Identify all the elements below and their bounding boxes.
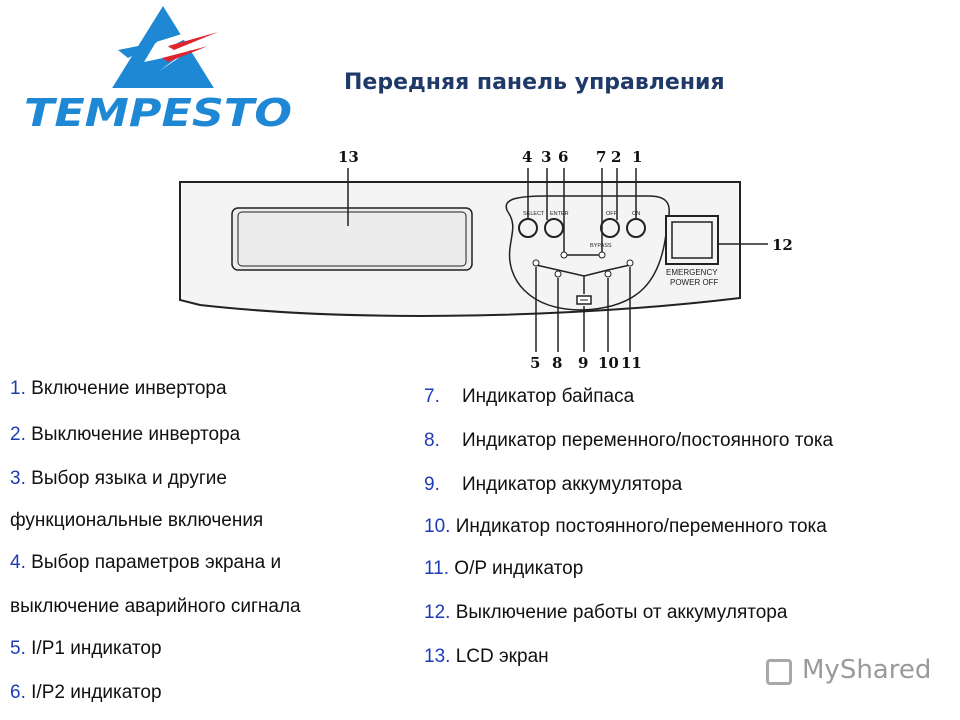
callout-9: 9 (578, 354, 588, 370)
enter-label: ENTER (550, 211, 569, 217)
watermark: MyShared (766, 655, 936, 693)
legend-text: Индикатор переменного/постоянного тока (462, 430, 834, 451)
legend-item: 6. I/P2 индикатор (10, 682, 162, 704)
callout-10: 10 (598, 354, 619, 370)
legend-number: 11. (424, 558, 450, 579)
emergency-label: EMERGENCY (666, 268, 718, 277)
legend-item: 9. Индикатор аккумулятора (424, 474, 682, 496)
page-title: Передняя панель управления (344, 70, 725, 95)
callout-7: 7 (596, 148, 606, 166)
legend-number: 1. (10, 378, 26, 399)
bypass-led-in (560, 251, 568, 259)
legend-item: 10. Индикатор постоянного/переменного то… (424, 516, 827, 538)
legend-text: функциональные включения (10, 510, 264, 531)
legend-number: 3. (10, 468, 26, 489)
callout-1: 1 (632, 148, 642, 166)
dc-ac-led (604, 270, 612, 278)
callout-3: 3 (541, 148, 551, 166)
legend-text: Выключение работы от аккумулятора (455, 602, 788, 623)
select-label: SELECT (523, 211, 545, 217)
logo-white-band (18, 88, 298, 128)
legend-number: 4. (10, 552, 26, 573)
legend-number: 7. (424, 386, 440, 407)
legend-text: Индикатор постоянного/переменного тока (455, 516, 827, 537)
callout-6: 6 (558, 148, 568, 166)
legend-text: LCD экран (455, 646, 549, 667)
tempesto-logo: TEMPESTO (18, 6, 298, 135)
ip1-led (532, 259, 540, 267)
legend-item: 2. Выключение инвертора (10, 424, 240, 446)
legend-text: выключение аварийного сигнала (10, 596, 301, 617)
lcd-screen-inner (237, 211, 467, 267)
legend-item: 8. Индикатор переменного/постоянного тока (424, 430, 833, 452)
bypass-label: BYPASS (590, 243, 612, 249)
logo-triangle (96, 6, 230, 114)
callout-13: 13 (338, 148, 359, 166)
callout-4: 4 (522, 148, 532, 166)
legend-number: 12. (424, 602, 451, 623)
legend-text: I/P1 индикатор (31, 638, 162, 659)
enter-button[interactable] (544, 218, 564, 238)
watermark-text: MyShared (802, 655, 932, 685)
callout-5: 5 (530, 354, 540, 370)
legend-item: 12. Выключение работы от аккумулятора (424, 602, 787, 624)
callout-11: 11 (621, 354, 642, 370)
legend-text: O/P индикатор (454, 558, 584, 579)
flow-line-left (535, 264, 585, 277)
power-off-label: POWER OFF (670, 278, 719, 287)
legend-text: Выключение инвертора (31, 424, 241, 445)
select-button[interactable] (518, 218, 538, 238)
flow-line-right (583, 264, 631, 277)
legend-item: выключение аварийного сигнала (10, 596, 301, 618)
callout-8: 8 (552, 354, 562, 370)
op-led (626, 259, 634, 267)
off-button[interactable] (600, 218, 620, 238)
legend-number: 6. (10, 682, 26, 703)
legend-text: Выбор языка и другие (31, 468, 227, 489)
logo-text: TEMPESTO (24, 91, 292, 135)
emergency-off-button-inner (671, 221, 713, 259)
logo-lightning-icon (144, 24, 214, 72)
legend-item: 7. Индикатор байпаса (424, 386, 634, 408)
presentation-icon (766, 659, 792, 685)
on-button[interactable] (626, 218, 646, 238)
callout-2: 2 (611, 148, 621, 166)
legend-item: функциональные включения (10, 510, 263, 532)
legend-text: Индикатор байпаса (462, 386, 635, 407)
legend-item: 5. I/P1 индикатор (10, 638, 162, 660)
front-panel-diagram: SELECT ENTER OFF ON BYPASS EMERGENCY POW… (179, 148, 793, 370)
off-label: OFF (606, 211, 618, 217)
legend-text: Включение инвертора (31, 378, 227, 399)
legend-item: 13. LCD экран (424, 646, 549, 668)
legend-item: 1. Включение инвертора (10, 378, 227, 400)
legend-item: 11. O/P индикатор (424, 558, 583, 580)
logo-red-stripe-2 (162, 46, 208, 62)
legend-text: Индикатор аккумулятора (462, 474, 683, 495)
legend-item: 3. Выбор языка и другие (10, 468, 227, 490)
legend-number: 2. (10, 424, 26, 445)
legend-number: 8. (424, 430, 440, 451)
legend-number: 13. (424, 646, 451, 667)
callout-leaders (347, 168, 768, 352)
legend-text: Выбор параметров экрана и (31, 552, 282, 573)
legend-text: I/P2 индикатор (31, 682, 162, 703)
lcd-screen (231, 207, 473, 271)
legend-item: 4. Выбор параметров экрана и (10, 552, 281, 574)
legend-number: 10. (424, 516, 451, 537)
logo-swoosh (118, 42, 158, 58)
legend-number: 9. (424, 474, 440, 495)
bypass-led (598, 251, 606, 259)
ac-dc-led (554, 270, 562, 278)
logo-red-stripe (168, 32, 218, 50)
legend-number: 5. (10, 638, 26, 659)
callout-12: 12 (772, 236, 793, 254)
